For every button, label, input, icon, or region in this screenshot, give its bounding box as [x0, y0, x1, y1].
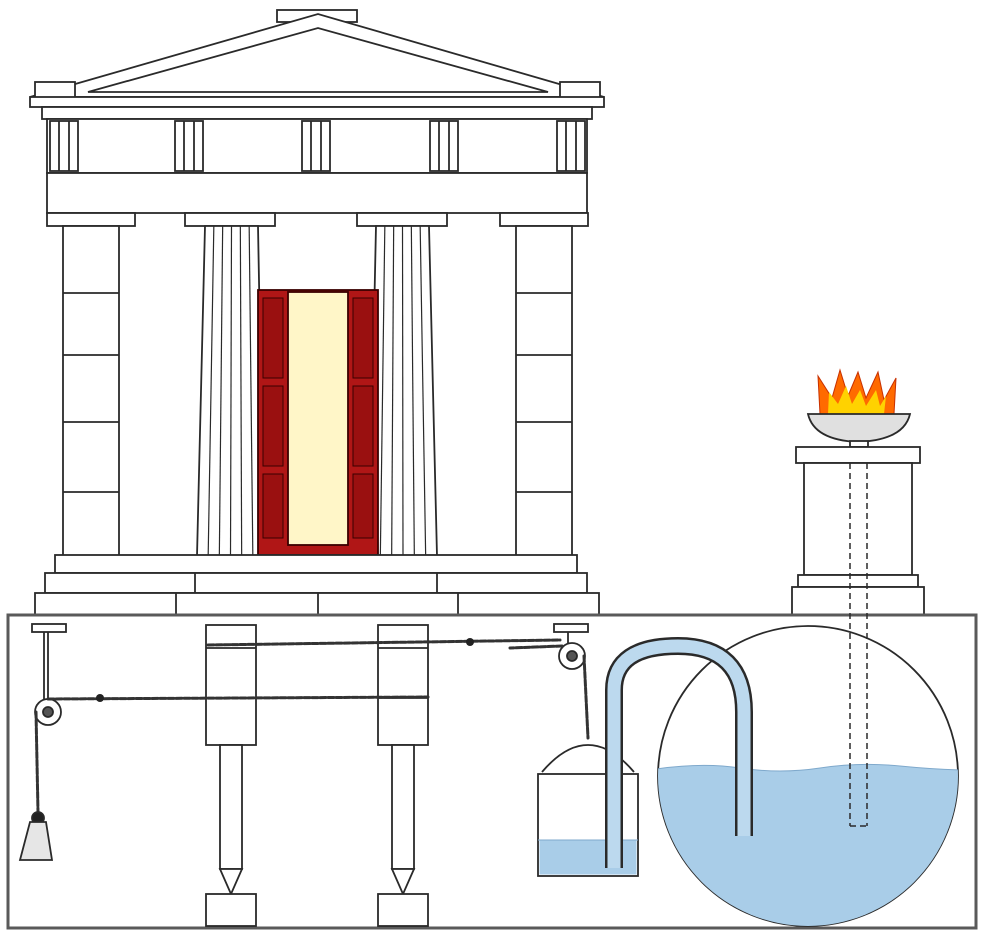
sphere-water — [658, 763, 958, 926]
column-flute — [410, 225, 415, 557]
triglyph — [429, 120, 459, 172]
triglyph — [556, 120, 586, 172]
temple-door — [257, 289, 379, 556]
column-flute — [207, 225, 215, 557]
rope-to-bucket — [582, 654, 590, 740]
door-axle-left — [205, 624, 257, 927]
column-flute — [229, 225, 233, 557]
temple-frieze — [46, 118, 588, 214]
triglyphs — [49, 120, 586, 172]
door-axle-right — [377, 624, 429, 927]
triglyph — [49, 120, 79, 172]
temple-left-pillar — [46, 212, 136, 557]
column-flute — [401, 225, 404, 557]
counterweight — [18, 811, 54, 861]
triglyph — [301, 120, 331, 172]
temple-inner-column-left — [184, 212, 276, 557]
rope-to-counterweight — [34, 710, 40, 814]
temple-steps — [34, 554, 600, 616]
rope-lower — [46, 695, 430, 701]
column-flute — [391, 225, 395, 557]
column-flute — [218, 225, 224, 557]
column-flute — [248, 225, 254, 557]
rope-upper-end — [508, 644, 564, 650]
altar-base-lower — [791, 586, 925, 616]
altar-air-pipe — [849, 463, 868, 827]
rope-upper — [206, 638, 562, 647]
column-flute — [239, 225, 243, 557]
siphon-pipe — [605, 637, 753, 868]
pulley-right — [553, 623, 589, 670]
altar — [791, 368, 925, 616]
altar-fire-bowl — [806, 413, 912, 443]
temple-pediment — [29, 9, 605, 120]
altar-fire-icon — [817, 368, 897, 415]
underground-chamber — [6, 613, 978, 930]
water-sphere — [657, 625, 959, 927]
temple-inner-column-right — [356, 212, 448, 557]
pulley-left — [31, 623, 67, 726]
column-flute — [379, 225, 386, 557]
temple-right-pillar — [499, 212, 589, 557]
column-flute — [419, 225, 427, 557]
temple — [29, 9, 605, 616]
altar-base-upper — [797, 574, 919, 588]
altar-cap — [795, 446, 921, 464]
altar-shaft — [803, 462, 913, 576]
triglyph — [174, 120, 204, 172]
